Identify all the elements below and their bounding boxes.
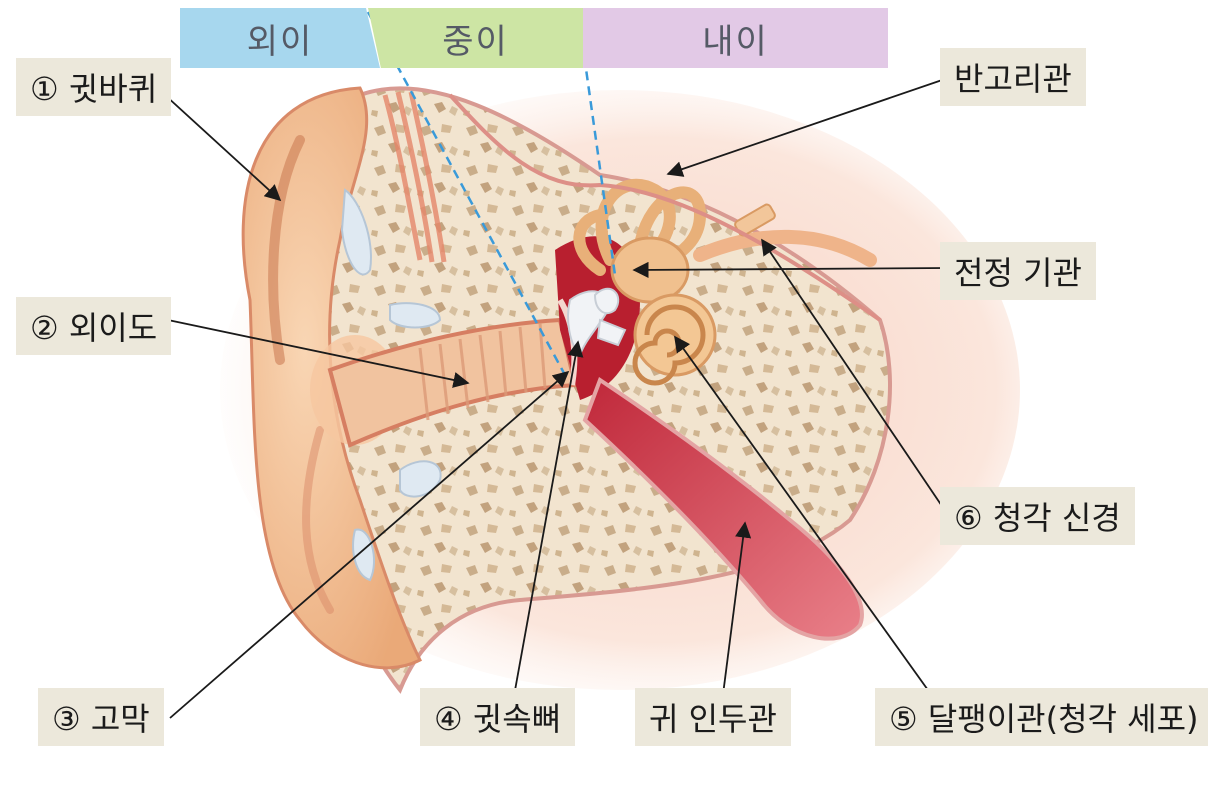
label-vestibule: 전정 기관	[940, 242, 1096, 300]
label-eustachian-tube: 귀 인두관	[635, 688, 791, 746]
label-ossicles: ④ 귓속뼈	[420, 688, 575, 746]
label-semicircular-canals: 반고리관	[940, 48, 1086, 106]
label-auditory-nerve: ⑥ 청각 신경	[940, 487, 1135, 545]
region-tab-inner-ear: 내이	[583, 8, 888, 68]
region-tab-outer-ear: 외이	[180, 8, 380, 68]
label-cochlea: ⑤ 달팽이관(청각 세포)	[875, 688, 1208, 746]
label-pinna: ① 귓바퀴	[16, 58, 171, 116]
label-eardrum: ③ 고막	[38, 688, 164, 746]
region-tab-middle-ear: 중이	[368, 8, 583, 68]
label-ear-canal: ② 외이도	[16, 297, 171, 355]
